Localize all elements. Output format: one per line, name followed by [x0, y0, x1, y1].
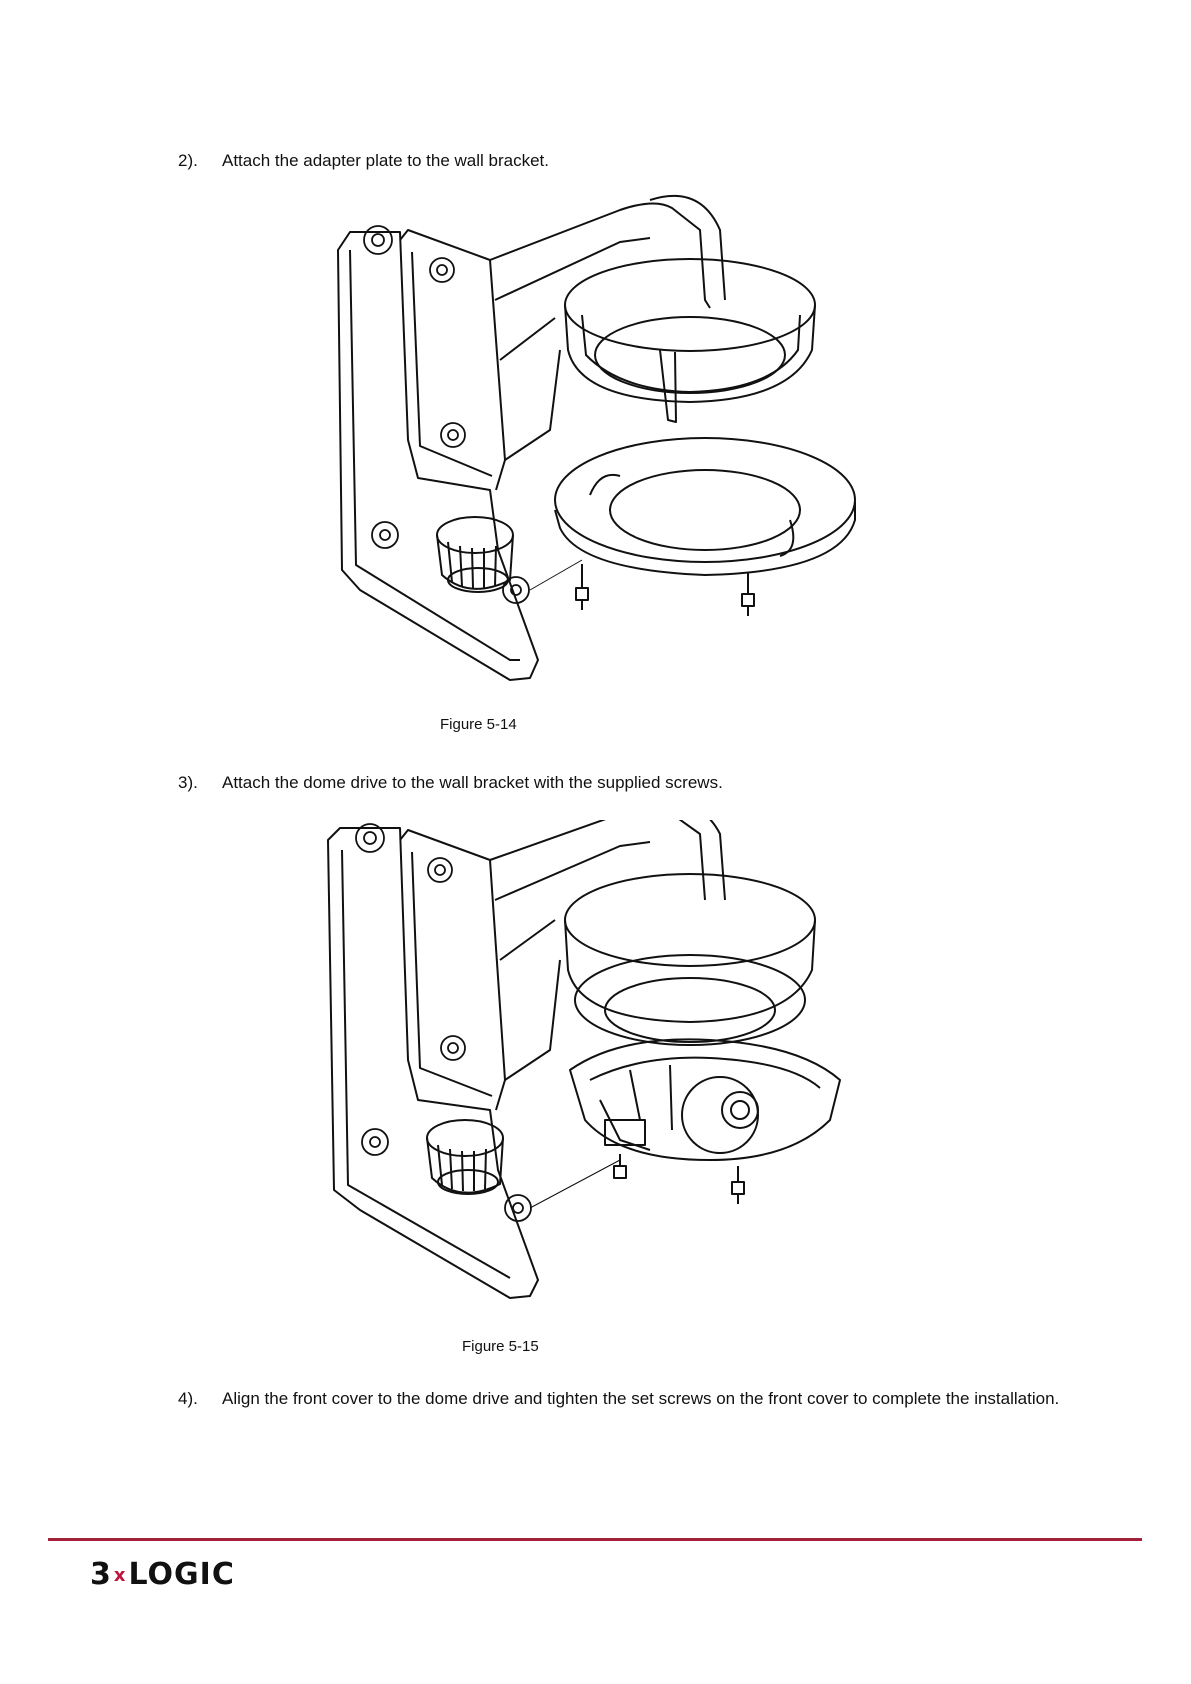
step-text: Align the front cover to the dome drive … — [222, 1384, 1102, 1414]
step-number: 4). — [178, 1384, 218, 1414]
figure-5-15-illustration — [320, 820, 860, 1310]
step-text: Attach the dome drive to the wall bracke… — [222, 768, 1102, 798]
logo-word: LOGIC — [129, 1557, 235, 1592]
step-text: Attach the adapter plate to the wall bra… — [222, 146, 1102, 176]
logo-x: x — [114, 1565, 127, 1586]
figure-5-14-illustration — [320, 190, 860, 690]
logo-prefix: 3 — [90, 1557, 112, 1592]
step-number: 2). — [178, 146, 218, 176]
step-number: 3). — [178, 768, 218, 798]
figure-caption: Figure 5-14 — [440, 716, 517, 733]
figure-caption: Figure 5-15 — [462, 1338, 539, 1355]
footer-divider — [48, 1538, 1142, 1541]
